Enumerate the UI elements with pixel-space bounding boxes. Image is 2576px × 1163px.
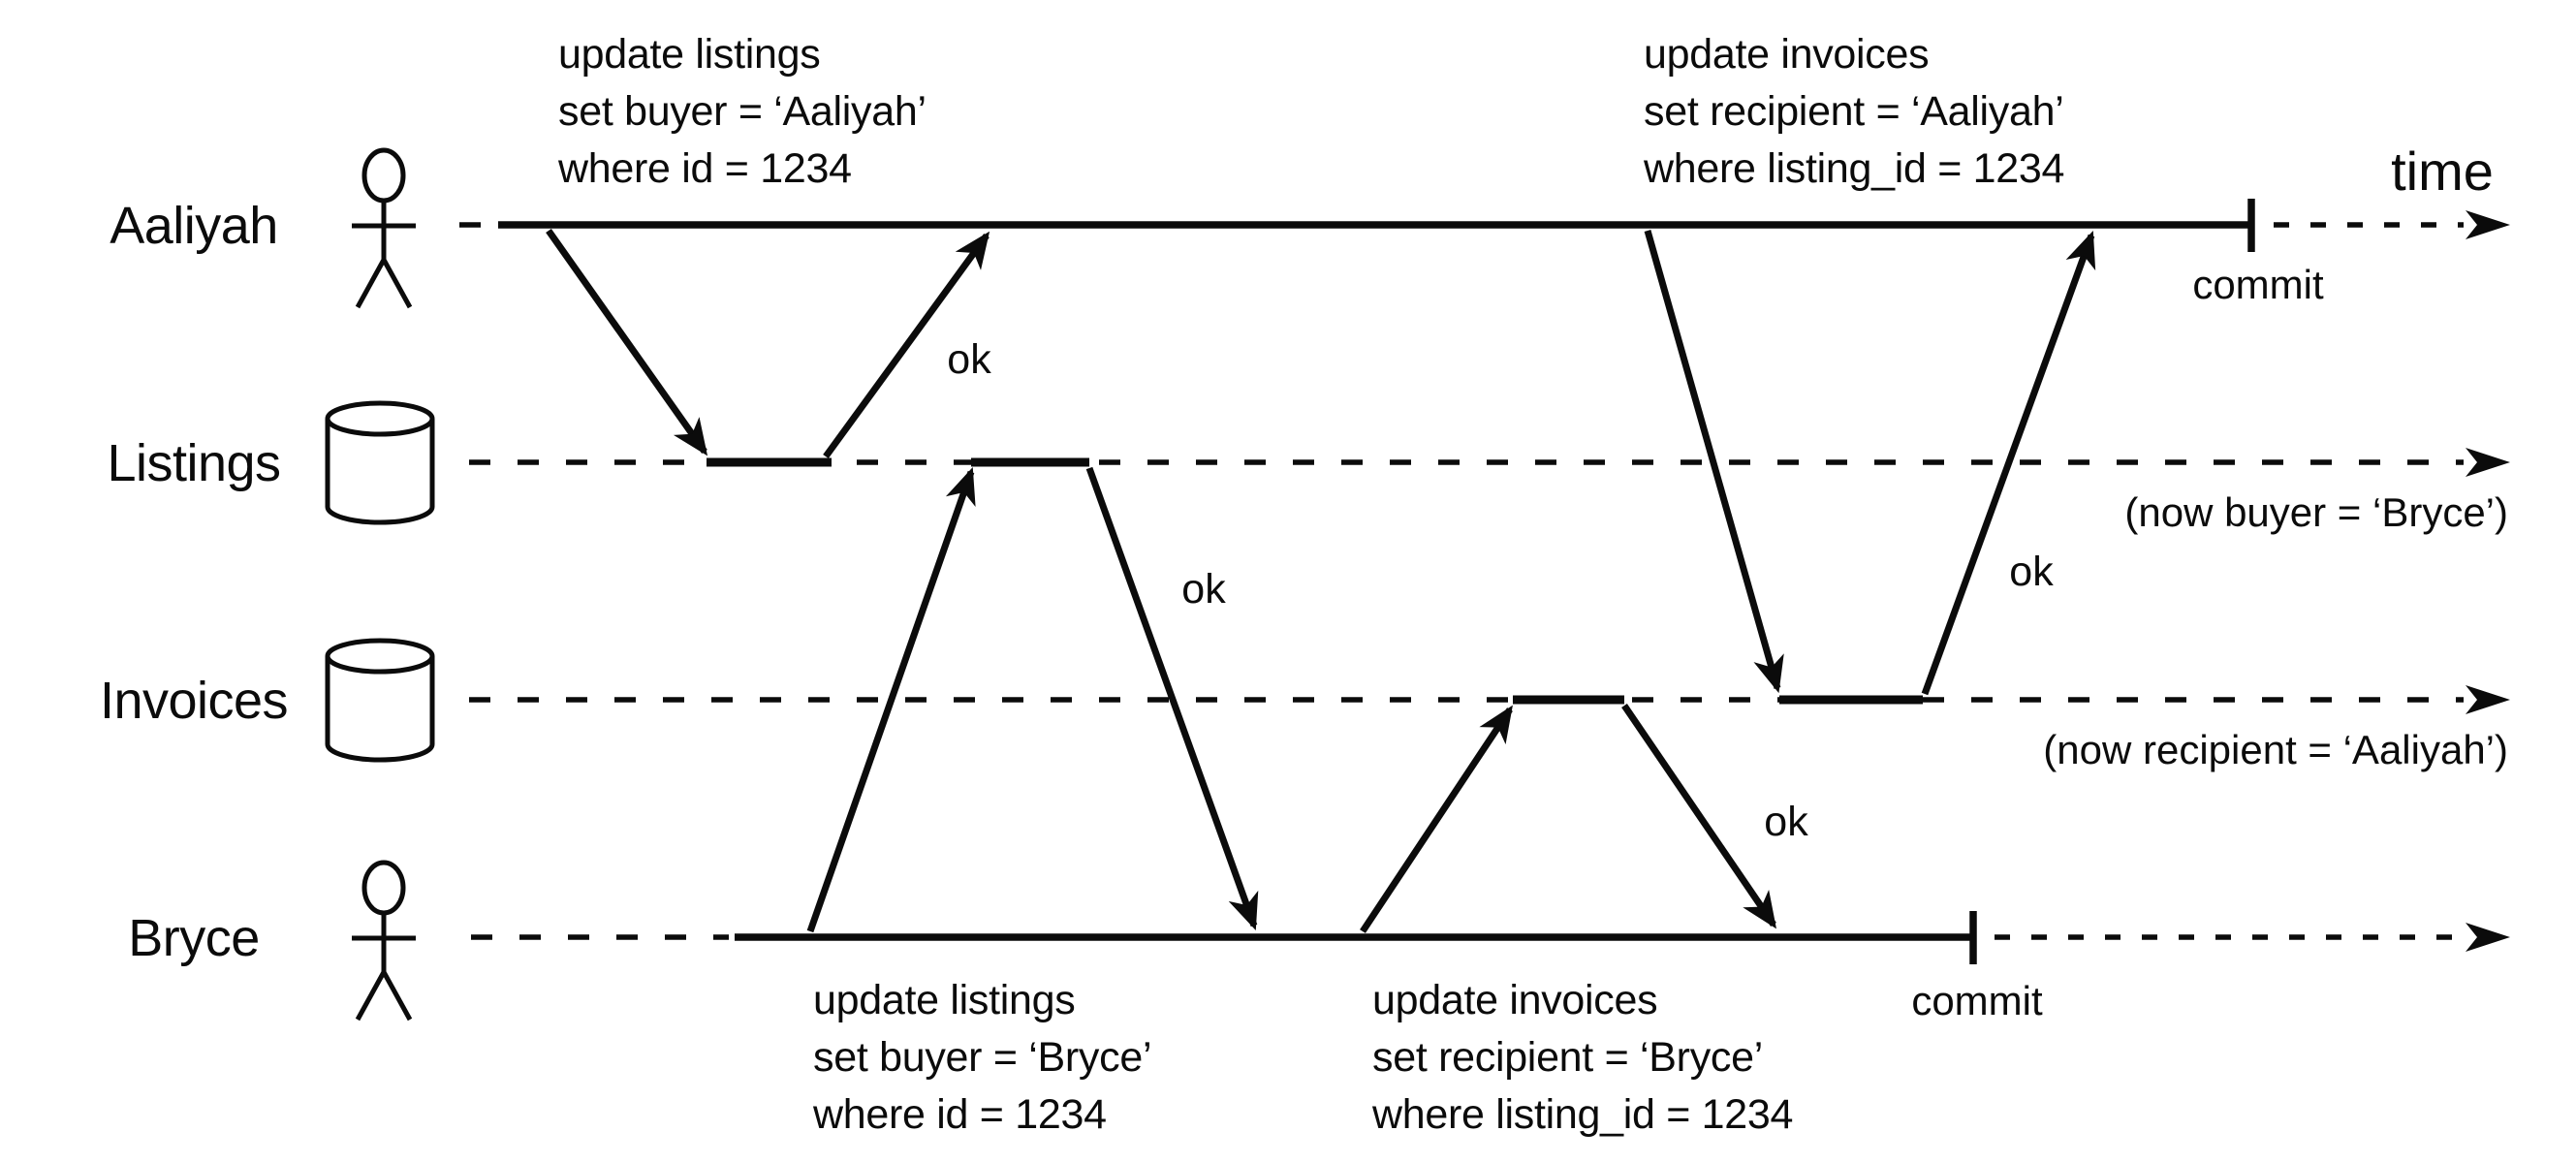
lane-label-aaliyah: Aaliyah — [110, 197, 278, 255]
time-axis-label: time — [2391, 141, 2494, 202]
annotation-invoices-final-state: (now recipient = ‘Aaliyah’) — [2043, 727, 2508, 772]
timeline-arrowhead-invoices — [2466, 685, 2510, 714]
lane-label-bryce: Bryce — [128, 909, 260, 967]
arrow-invoices-ok-aaliyah — [1921, 231, 2096, 696]
lifeline-listings — [469, 448, 2510, 477]
arrow-invoices-ok-bryce — [1621, 704, 1776, 929]
person-icon-bryce — [352, 860, 416, 1022]
ok-label-aaliyah-listings: ok — [947, 336, 991, 383]
arrow-aaliyah-update-invoices — [1644, 230, 1784, 694]
arrow-aaliyah-update-listings — [546, 228, 708, 456]
arrow-listings-ok-bryce — [1085, 466, 1259, 930]
query-line: set recipient = ‘Aaliyah’ — [1644, 88, 2063, 135]
lane-label-invoices: Invoices — [100, 672, 288, 730]
database-icon-invoices — [325, 638, 435, 763]
query-block-aaliyah-listings: update listings set buyer = ‘Aaliyah’ wh… — [557, 31, 927, 192]
lifeline-bryce — [471, 911, 2510, 964]
annotation-listings-final-state: (now buyer = ‘Bryce’) — [2124, 489, 2508, 535]
arrow-bryce-update-invoices — [1360, 705, 1513, 933]
commit-label-aaliyah: commit — [2192, 262, 2324, 307]
query-line: set recipient = ‘Bryce’ — [1372, 1034, 1763, 1081]
query-line: set buyer = ‘Bryce’ — [813, 1034, 1151, 1081]
arrow-bryce-update-listings — [806, 467, 976, 933]
ok-label-bryce-invoices: ok — [1764, 799, 1808, 845]
query-line: update invoices — [1372, 977, 1657, 1023]
query-line: update listings — [558, 31, 820, 78]
query-block-bryce-invoices: update invoices set recipient = ‘Bryce’ … — [1371, 977, 1793, 1138]
query-line: where listing_id = 1234 — [1643, 145, 2064, 192]
lane-label-listings: Listings — [107, 434, 280, 492]
query-line: where id = 1234 — [557, 145, 852, 192]
lifeline-aaliyah — [459, 199, 2510, 252]
commit-label-bryce: commit — [1911, 978, 2043, 1023]
person-icon-aaliyah — [352, 147, 416, 309]
timeline-arrowhead-bryce — [2466, 923, 2510, 952]
timeline-arrowhead-listings — [2466, 448, 2510, 477]
timeline-arrowhead-aaliyah — [2466, 210, 2510, 239]
query-line: set buyer = ‘Aaliyah’ — [558, 88, 927, 135]
query-line: where listing_id = 1234 — [1371, 1091, 1793, 1138]
ok-label-bryce-listings: ok — [1181, 566, 1226, 613]
query-line: update listings — [813, 977, 1075, 1023]
query-line: update invoices — [1644, 31, 1929, 78]
ok-label-aaliyah-invoices: ok — [2009, 549, 2054, 595]
query-block-aaliyah-invoices: update invoices set recipient = ‘Aaliyah… — [1643, 31, 2064, 192]
database-icon-listings — [325, 400, 435, 525]
arrow-listings-ok-aaliyah — [823, 231, 990, 459]
query-block-bryce-listings: update listings set buyer = ‘Bryce’ wher… — [812, 977, 1152, 1138]
lifeline-invoices — [469, 685, 2510, 714]
query-line: where id = 1234 — [812, 1091, 1107, 1138]
